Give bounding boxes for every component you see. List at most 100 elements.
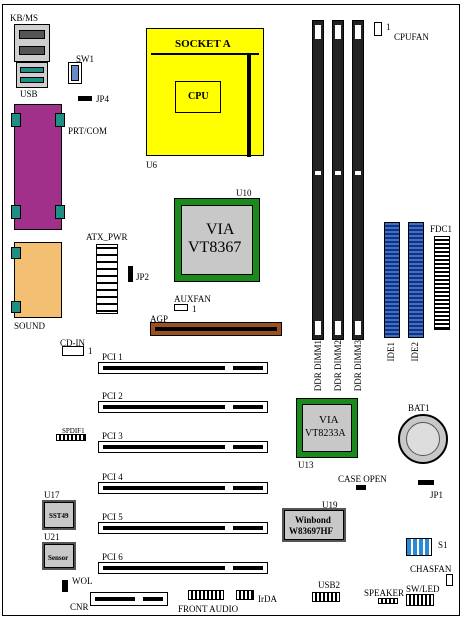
ide2-connector xyxy=(408,222,424,338)
sound-connector xyxy=(11,242,62,318)
ide1-label: IDE1 xyxy=(386,342,396,362)
northbridge-chip: VIA VT8367 xyxy=(174,198,260,282)
auxfan-label: AUXFAN xyxy=(174,294,211,304)
wol-label: WOL xyxy=(72,576,93,586)
speaker-connector xyxy=(378,598,398,604)
ddr-dimm3-slot xyxy=(352,20,364,340)
cnr-slot xyxy=(90,592,168,606)
fdc1-connector xyxy=(434,236,450,330)
socket-a-label: SOCKET A xyxy=(175,38,231,50)
bat1-label: BAT1 xyxy=(408,403,430,413)
cpu-chip: CPU xyxy=(175,81,221,113)
u21-chip-text: Sensor xyxy=(48,554,69,562)
usb2-header xyxy=(312,592,340,602)
cd-in-label: CD-IN xyxy=(60,338,85,348)
chasfan-connector xyxy=(446,574,453,586)
sw1-switch xyxy=(68,62,82,84)
cnr-label: CNR xyxy=(70,602,89,612)
pci4-label: PCI 4 xyxy=(102,472,123,482)
u17-label: U17 xyxy=(44,490,60,500)
superio-chip: Winbond W83697HF xyxy=(282,508,346,542)
bios-chip: SST49 xyxy=(42,500,76,530)
pci6-slot xyxy=(98,562,268,574)
cd-in-pin: 1 xyxy=(88,346,93,356)
u6-label: U6 xyxy=(146,160,157,170)
atx-pwr-label: ATX_PWR xyxy=(86,232,128,242)
case-open-label: CASE OPEN xyxy=(338,474,387,484)
ddr-dimm2-label: DDR DIMM2 xyxy=(333,340,343,392)
u19-label: U19 xyxy=(322,500,338,510)
pci1-slot xyxy=(98,362,268,374)
auxfan-connector xyxy=(174,304,188,311)
sw-led-label: SW/LED xyxy=(406,584,440,594)
usb-label: USB xyxy=(20,89,38,99)
u21-label: U21 xyxy=(44,532,60,542)
sw-led-header xyxy=(406,594,434,606)
agp-slot xyxy=(150,322,282,336)
ddr-dimm1-slot xyxy=(312,20,324,340)
pci5-slot xyxy=(98,522,268,534)
spdif1-label: SPDIF1 xyxy=(62,427,85,435)
jp4-label: JP4 xyxy=(96,94,110,104)
jp2-jumper xyxy=(128,266,133,282)
ddr-dimm3-label: DDR DIMM3 xyxy=(353,340,363,392)
sound-label: SOUND xyxy=(14,321,46,331)
speaker-label: SPEAKER xyxy=(364,588,405,598)
irda-connector xyxy=(236,590,254,600)
ddr-dimm1-label: DDR DIMM1 xyxy=(313,340,323,392)
jp4-jumper xyxy=(78,96,92,101)
pci2-slot xyxy=(98,401,268,413)
battery xyxy=(398,414,448,464)
pci3-slot xyxy=(98,441,268,453)
s1-dip-switch xyxy=(406,538,432,556)
southbridge-chip: VIA VT8233A xyxy=(296,398,358,458)
southbridge-line1: VIA xyxy=(319,414,339,426)
pci2-label: PCI 2 xyxy=(102,391,123,401)
cd-in-connector xyxy=(62,346,84,356)
superio-line2: W83697HF xyxy=(289,526,333,536)
ide1-connector xyxy=(384,222,400,338)
agp-label: AGP xyxy=(150,314,169,324)
cpu-label: CPU xyxy=(188,91,209,102)
front-audio-connector xyxy=(188,590,224,600)
jp2-label: JP2 xyxy=(136,272,150,282)
jp1-jumper xyxy=(418,480,434,485)
cpufan-pin: 1 xyxy=(386,22,391,32)
wol-connector xyxy=(62,580,68,592)
cpu-socket: SOCKET A CPU xyxy=(146,28,264,157)
northbridge-line1: VIA xyxy=(206,221,235,238)
cpufan-connector xyxy=(374,22,382,36)
pci3-label: PCI 3 xyxy=(102,431,123,441)
front-audio-label: FRONT AUDIO xyxy=(178,604,239,614)
usb-connector xyxy=(16,62,48,88)
pci1-label: PCI 1 xyxy=(102,352,123,362)
kbms-connector xyxy=(14,24,50,62)
ddr-dimm2-slot xyxy=(332,20,344,340)
superio-line1: Winbond xyxy=(295,515,331,525)
u17-chip-text: SST49 xyxy=(49,512,69,520)
u10-label: U10 xyxy=(236,188,252,198)
chasfan-label: CHASFAN xyxy=(410,564,452,574)
prt-com-connector xyxy=(11,104,65,230)
cpufan-label: CPUFAN xyxy=(394,32,429,42)
pci6-label: PCI 6 xyxy=(102,552,123,562)
atx-power-connector xyxy=(96,244,118,314)
case-open-connector xyxy=(356,485,366,490)
auxfan-pin: 1 xyxy=(192,304,197,314)
u13-label: U13 xyxy=(298,460,314,470)
prt-com-label: PRT/COM xyxy=(68,126,107,136)
pci4-slot xyxy=(98,482,268,494)
sensor-chip: Sensor xyxy=(42,542,76,570)
northbridge-line2: VT8367 xyxy=(188,239,242,256)
board-outline xyxy=(2,4,460,616)
spdif1-connector xyxy=(56,434,86,441)
sw1-label: SW1 xyxy=(76,54,94,64)
ide2-label: IDE2 xyxy=(410,342,420,362)
pci5-label: PCI 5 xyxy=(102,512,123,522)
s1-label: S1 xyxy=(438,540,448,550)
southbridge-line2: VT8233A xyxy=(305,428,346,439)
kbms-label: KB/MS xyxy=(10,13,39,23)
usb2-label: USB2 xyxy=(318,580,341,590)
irda-label: IrDA xyxy=(258,594,277,604)
